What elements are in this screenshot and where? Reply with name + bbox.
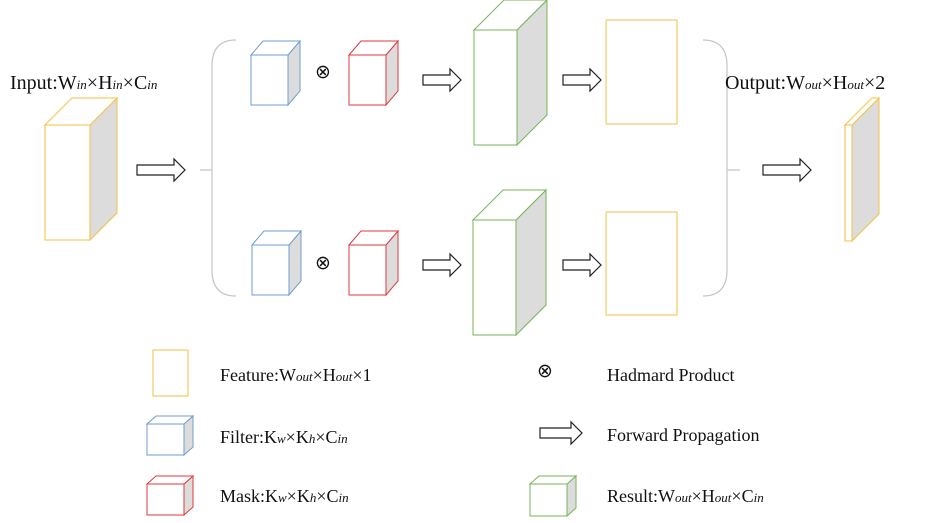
- input-label: Input:Win×Hin×Cin: [10, 72, 158, 94]
- legend-hadamard-label: Hadmard Product: [607, 365, 735, 385]
- right-bracket: [702, 39, 728, 297]
- feature-map-top: [605, 19, 678, 125]
- legend-mask-label: Mask:Kw×Kh×Cin: [220, 486, 349, 506]
- legend-result-label: Result:Wout×Hout×Cin: [607, 486, 764, 506]
- legend-mask-icon: [145, 474, 195, 517]
- input-feature-block: [43, 96, 119, 242]
- forward-arrow: [562, 67, 602, 93]
- mask-block-top: [347, 39, 400, 107]
- legend-forward-arrow-icon: [539, 420, 583, 446]
- legend-feature-icon: [152, 349, 189, 397]
- legend-hadamard-icon: ⊗: [537, 360, 553, 382]
- legend-feature-label: Feature:Wout×Hout×1: [220, 365, 372, 385]
- filter-block-top: [249, 39, 302, 107]
- feature-map-bottom: [605, 211, 678, 316]
- result-block-bottom: [471, 188, 548, 337]
- forward-arrow: [562, 252, 602, 278]
- result-block-top: [472, 0, 548, 147]
- forward-arrow: [422, 252, 462, 278]
- left-bracket: [211, 39, 237, 297]
- output-feature-block: [843, 96, 881, 243]
- forward-arrow: [762, 157, 812, 183]
- filter-block-bottom: [250, 229, 303, 297]
- mask-block-bottom: [347, 229, 400, 297]
- forward-arrow: [422, 67, 462, 93]
- forward-arrow: [136, 157, 186, 183]
- legend-filter-icon: [145, 414, 195, 457]
- hadamard-product-icon: ⊗: [315, 61, 331, 83]
- hadamard-product-icon: ⊗: [315, 252, 331, 274]
- legend-filter-label: Filter:Kw×Kh×Cin: [220, 427, 348, 447]
- output-label: Output:Wout×Hout×2: [725, 72, 886, 94]
- legend-result-icon: [528, 474, 578, 518]
- legend-forward-label: Forward Propagation: [607, 425, 760, 445]
